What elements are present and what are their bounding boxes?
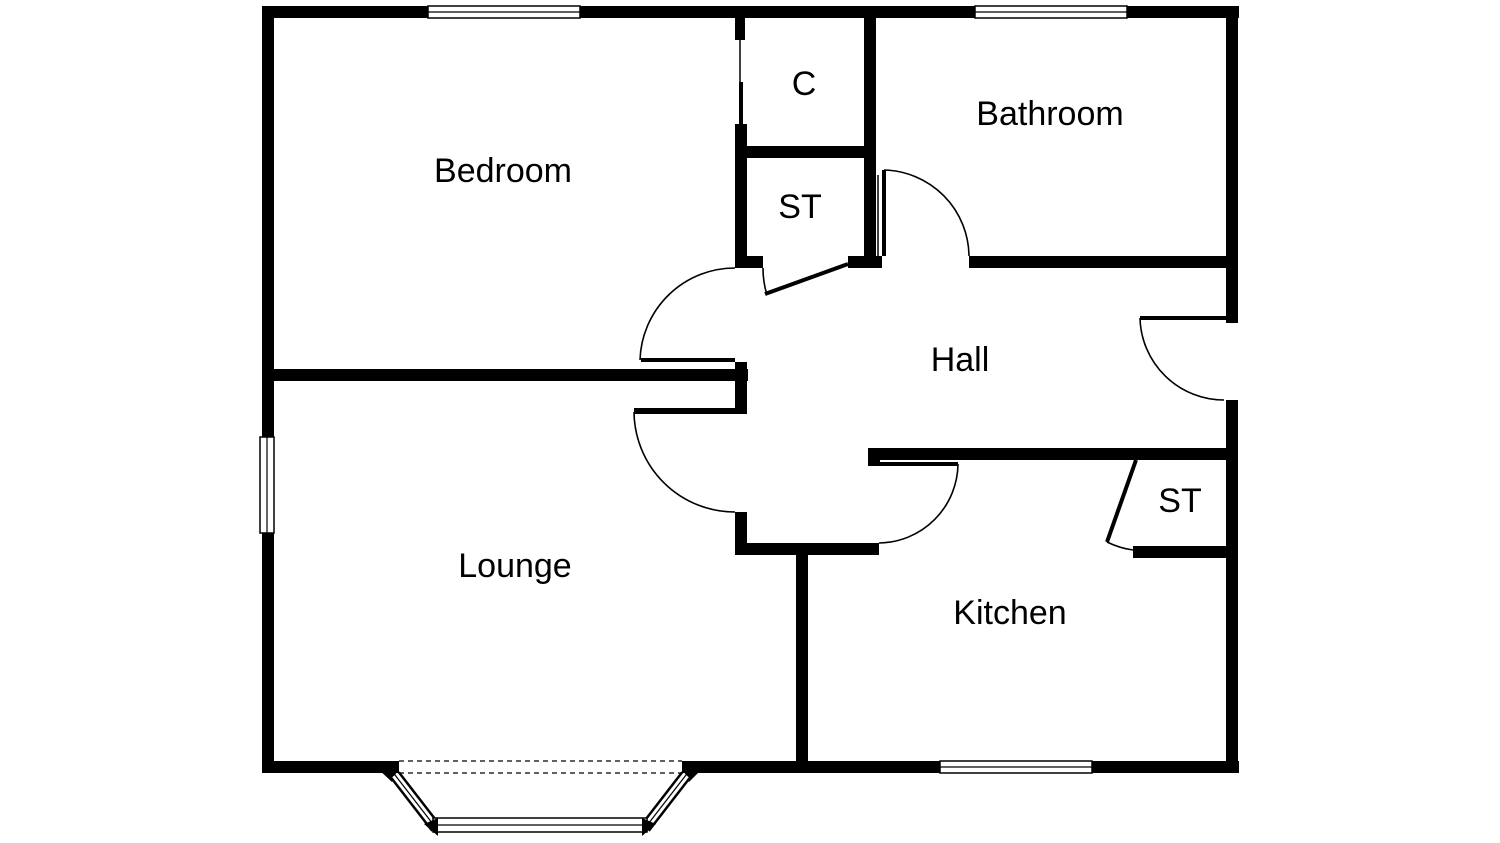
wall-cupboard-left-low [735,124,747,268]
wall-right-lower [1226,400,1238,773]
wall-store-bottom-right [848,256,882,268]
wall-kitchen-store-bottom [1133,546,1238,558]
wall-bathroom-bottom [969,256,1238,268]
door-bathroom [877,169,970,257]
wall-cupboard-left-mid [739,82,743,124]
wall-left [262,6,274,773]
door-bedroom [639,267,736,362]
doors [633,40,1226,551]
interior-walls [262,18,1238,773]
door-store-kitchen [1105,459,1138,551]
door-lounge [633,411,736,513]
window-bedroom [427,5,581,19]
window-kitchen [939,760,1093,774]
door-kitchen [878,462,959,544]
windows [259,5,1128,774]
wall-right-upper [1226,6,1238,323]
label-cupboard: C [792,65,817,103]
label-store-kitchen: ST [1158,482,1201,520]
wall-lounge-kitchen [796,543,808,773]
room-labels: Bedroom C Bathroom ST Hall Lounge Kitche… [434,65,1202,632]
wall-cupboard-right [864,18,876,268]
bay-window-lounge [376,760,704,836]
wall-cupboard-divider [735,146,876,158]
wall-store-bottom-left [735,256,763,268]
door-entrance [1139,316,1226,401]
wall-kitchen-door-jamb [868,448,880,466]
label-hall: Hall [931,341,990,379]
label-bathroom: Bathroom [976,95,1123,133]
wall-bedroom-lounge [262,369,748,381]
label-store-hall: ST [778,188,821,226]
label-kitchen: Kitchen [953,594,1066,632]
wall-cupboard-left-top [735,18,745,40]
window-bathroom [974,5,1128,19]
wall-hall-stub-left [735,362,747,412]
wall-hall-kitchen [868,448,1238,460]
label-lounge: Lounge [458,547,571,585]
window-lounge-side [259,436,275,534]
wall-hall-stub-lounge [634,408,747,414]
door-store-hall [762,262,849,296]
label-bedroom: Bedroom [434,152,572,190]
